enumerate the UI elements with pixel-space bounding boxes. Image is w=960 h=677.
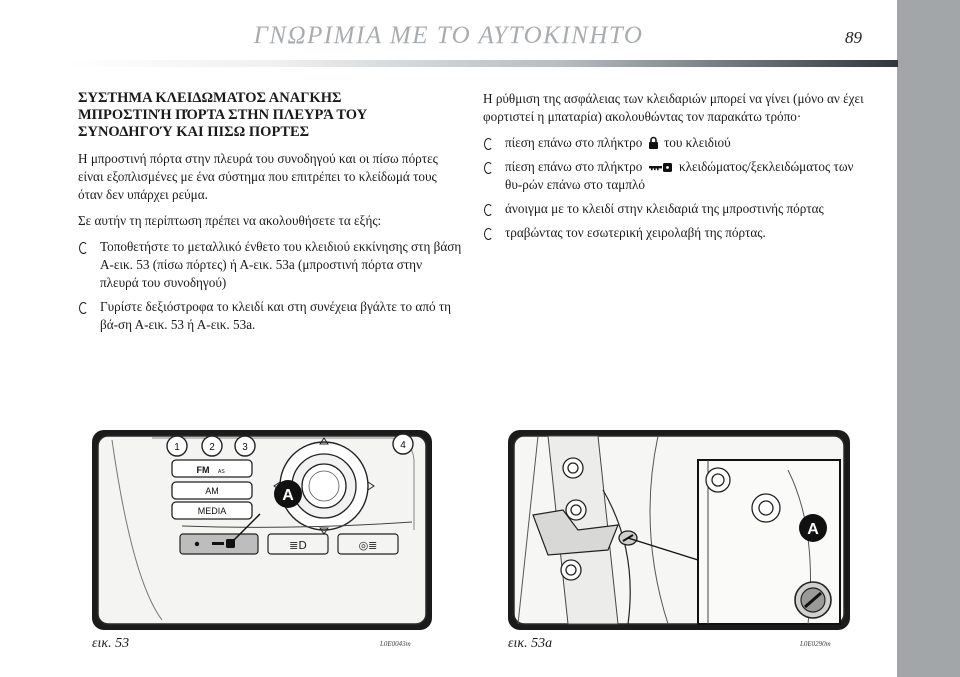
band-button-label: AS xyxy=(218,469,225,475)
svg-text:◎≣: ◎≣ xyxy=(359,539,378,552)
bullet-icon xyxy=(79,302,88,314)
bullet-icon xyxy=(484,204,493,216)
intro-paragraph: Η μπροστινή πόρτα στην πλευρά του συνοδη… xyxy=(78,151,438,202)
item-text: πίεση επάνω στο πλήκτρο xyxy=(505,159,643,174)
steps-intro: Σε αυτήν τη περίπτωση πρέπει να ακολουθή… xyxy=(78,213,382,228)
bullet-icon xyxy=(484,228,493,240)
preset-button-label: 1 xyxy=(174,442,180,453)
page-number: 89 xyxy=(845,28,862,47)
list-item: πίεση επάνω στο πλήκτρο κλειδώματος/ξεκλ… xyxy=(483,158,871,194)
figure-53-code: L0E0043m xyxy=(380,640,411,648)
heading-line-1: ΣΥΣΤΗΜΑ ΚΛΕΙΔΩΜΑΤΟΣ ΑΝΑΓΚΗΣ xyxy=(78,90,342,106)
right-column: Η ρύθμιση της ασφάλειας των κλειδαριών μ… xyxy=(483,90,871,248)
heading-line-2: ΜΠΡΟΣΤΙΝΉ ΠΌΡΤΑ ΣΤΗΝ ΠΛΕΥΡΆ ΤΟΥ xyxy=(78,107,368,123)
bullet-icon xyxy=(484,138,493,150)
list-item: τραβώντας τον εσωτερική χειρολαβή της πό… xyxy=(483,224,871,242)
page-header-title: ΓΝΩΡΙΜΙΑ ΜΕ ΤΟ ΑΥΤΟΚΙΝΗΤΟ xyxy=(253,22,644,49)
left-column: ΣΥΣΤΗΜΑ ΚΛΕΙΔΩΜΑΤΟΣ ΑΝΑΓΚΗΣ ΜΠΡΟΣΤΙΝΉ ΠΌ… xyxy=(78,90,462,340)
callout-a-label: A xyxy=(282,487,294,504)
padlock-icon xyxy=(648,136,658,149)
list-item: Γυρίστε δεξιόστροφα το κλειδί και στη συ… xyxy=(78,298,462,334)
figure-53a-code: L0E0290m xyxy=(800,640,831,648)
bullet-icon xyxy=(484,162,493,174)
band-button-label: AM xyxy=(205,486,219,496)
lock-settings-intro: Η ρύθμιση της ασφάλειας των κλειδαριών μ… xyxy=(483,91,864,124)
preset-button-label: 3 xyxy=(242,442,248,453)
callout-a-label: A xyxy=(807,521,819,538)
header-rule xyxy=(68,60,898,67)
preset-button-label: 2 xyxy=(209,442,215,453)
lock-methods-list: πίεση επάνω στο πλήκτρο του κλειδιού πίε… xyxy=(483,134,871,242)
svg-text:≣D: ≣D xyxy=(289,539,307,552)
preset-buttons: 1 2 3 4 xyxy=(166,433,414,457)
steps-list: Τοποθετήστε το μεταλλικό ένθετο του κλει… xyxy=(78,238,462,334)
section-heading: ΣΥΣΤΗΜΑ ΚΛΕΙΔΩΜΑΤΟΣ ΑΝΑΓΚΗΣ ΜΠΡΟΣΤΙΝΉ ΠΌ… xyxy=(78,90,462,141)
item-text: άνοιγμα με το κλειδί στην κλειδαριά της … xyxy=(505,201,824,216)
item-text: κλειδώματος/ξεκλειδώματος των θυ-ρών επά… xyxy=(505,159,854,192)
step-text: Τοποθετήστε το μεταλλικό ένθετο του κλει… xyxy=(100,239,462,290)
heading-line-3: ΣΥΝΟΔΗΓΟΎ ΚΑΙ ΠΙΣΩ ΠΟΡΤΕΣ xyxy=(78,124,310,140)
item-text: πίεση επάνω στο πλήκτρο xyxy=(505,135,643,150)
band-button-label: MEDIA xyxy=(198,506,227,516)
preset-button-label: 4 xyxy=(400,440,406,451)
list-item: πίεση επάνω στο πλήκτρο του κλειδιού xyxy=(483,134,871,152)
list-item: Τοποθετήστε το μεταλλικό ένθετο του κλει… xyxy=(78,238,462,292)
figure-53a-caption: εικ. 53a xyxy=(508,636,553,651)
control-knob xyxy=(273,437,375,535)
figure-53-dashboard: 1 2 3 4 FM AS AM MEDIA xyxy=(92,430,432,630)
figure-53-caption: εικ. 53 xyxy=(92,636,130,651)
key-lock-icon xyxy=(648,163,672,172)
step-text: Γυρίστε δεξιόστροφα το κλειδί και στη συ… xyxy=(100,299,452,332)
item-text: του κλειδιού xyxy=(663,135,731,150)
band-button-label: FM xyxy=(197,465,210,475)
figure-53a-door-lock: A xyxy=(508,430,850,630)
bullet-icon xyxy=(79,242,88,254)
list-item: άνοιγμα με το κλειδί στην κλειδαριά της … xyxy=(483,200,871,218)
band-buttons: FM AS AM MEDIA xyxy=(171,459,253,520)
page-side-tab xyxy=(897,0,960,677)
item-text: τραβώντας τον εσωτερική χειρολαβή της πό… xyxy=(505,225,766,240)
